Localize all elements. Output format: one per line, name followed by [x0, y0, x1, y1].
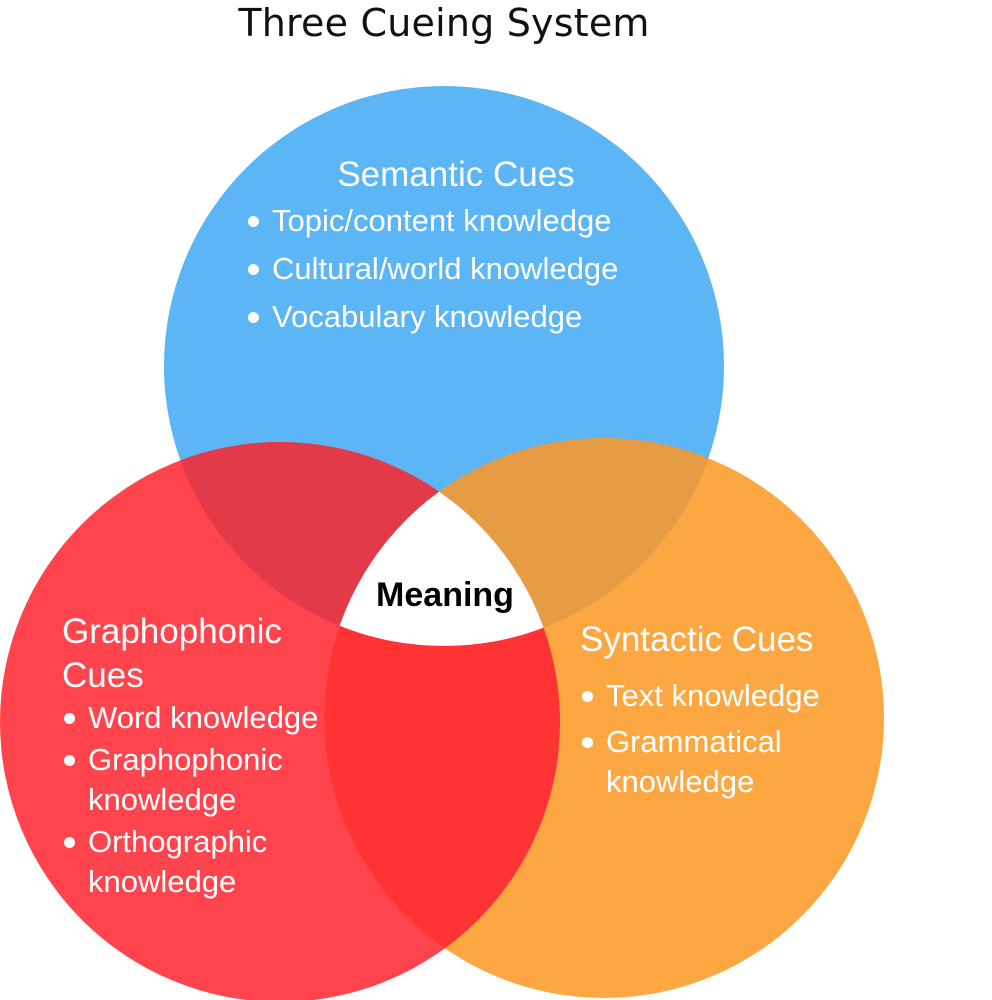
graphophonic-cues-list: Word knowledge Graphophonic knowledge Or…	[62, 698, 347, 902]
list-item: Vocabulary knowledge	[246, 297, 686, 337]
list-item: Orthographic knowledge	[62, 822, 323, 902]
center-meaning-region	[324, 442, 560, 646]
list-item: Topic/content knowledge	[246, 201, 686, 241]
diagram-title: Three Cueing System	[238, 1, 650, 45]
list-item: Graphophonic knowledge	[62, 740, 323, 820]
list-item: Text knowledge	[580, 676, 880, 716]
list-item: Grammatical knowledge	[580, 722, 816, 802]
syntactic-cues-list: Text knowledge Grammatical knowledge	[580, 676, 880, 802]
semantic-cues-heading: Semantic Cues	[337, 155, 575, 194]
graphophonic-heading-line1: Graphophonic	[62, 612, 282, 651]
meaning-label: Meaning	[376, 576, 514, 614]
semantic-cues-list: Topic/content knowledge Cultural/world k…	[246, 201, 686, 337]
graphophonic-cues-block: Graphophonic Cues Word knowledge Graphop…	[62, 610, 362, 904]
graphophonic-heading-line2: Cues	[62, 656, 144, 695]
semantic-cues-block: Semantic Cues Topic/content knowledge Cu…	[246, 153, 686, 345]
syntactic-cues-heading: Syntactic Cues	[580, 620, 814, 659]
list-item: Cultural/world knowledge	[246, 249, 686, 289]
graphophonic-cues-heading: Graphophonic Cues	[62, 610, 362, 698]
list-item: Word knowledge	[62, 698, 347, 738]
syntactic-cues-block: Syntactic Cues Text knowledge Grammatica…	[580, 618, 880, 808]
